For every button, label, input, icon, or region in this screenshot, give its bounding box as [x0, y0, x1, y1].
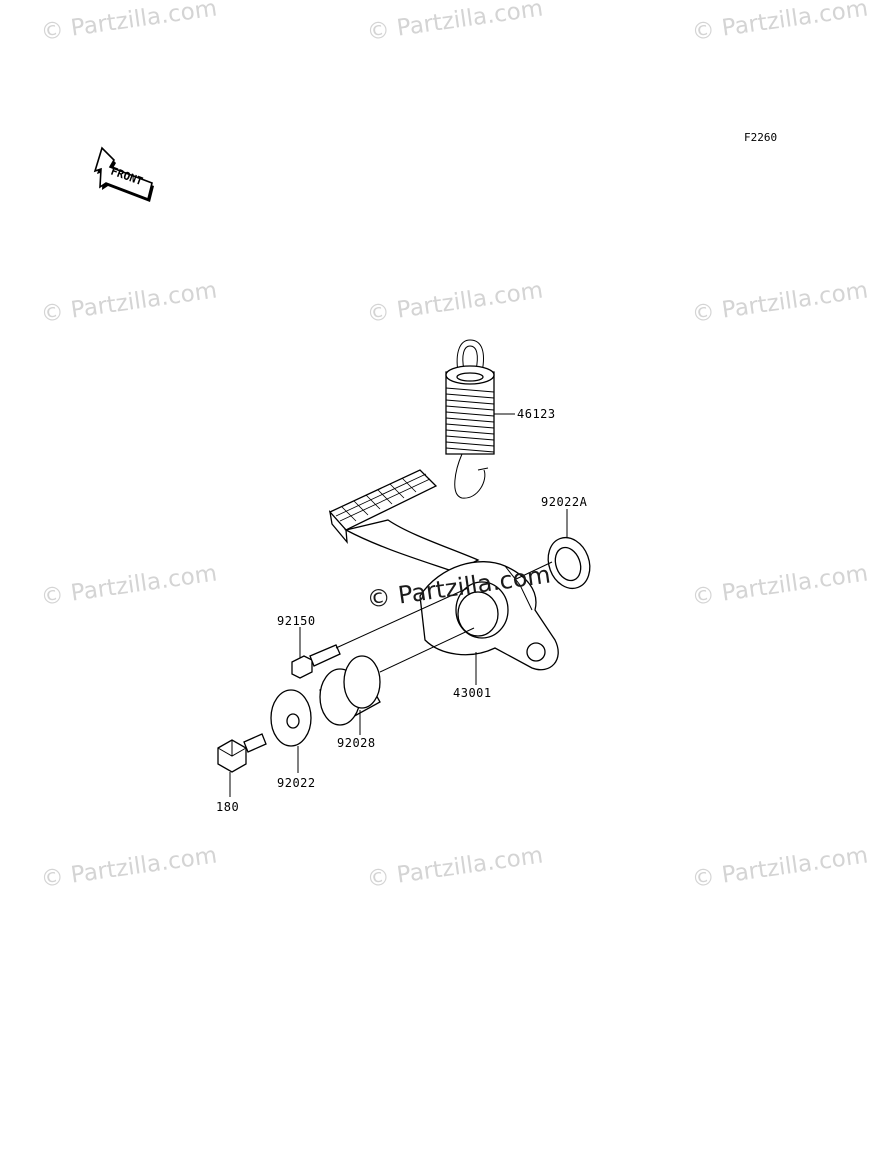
assembly-lines — [335, 561, 553, 673]
watermark: © Partzilla.com — [39, 277, 218, 327]
brake-pedal-part — [328, 469, 559, 671]
watermark: © Partzilla.com — [39, 0, 218, 46]
label-washer-a: 92022A — [541, 495, 588, 509]
watermark: © Partzilla.com — [365, 842, 544, 892]
bolt-small-part — [291, 644, 341, 679]
label-pedal: 43001 — [453, 686, 492, 700]
collar-part — [319, 655, 381, 726]
diagram-code: F2260 — [744, 131, 777, 144]
watermark: © Partzilla.com — [39, 560, 218, 610]
callouts: 46123 92022A 43001 92150 92028 92022 180 — [216, 407, 588, 814]
watermark: © Partzilla.com — [39, 842, 218, 892]
label-spring: 46123 — [517, 407, 556, 421]
label-bolt-small: 92150 — [277, 614, 316, 628]
washer-a-part — [547, 536, 591, 590]
bolt-part — [217, 733, 267, 773]
watermark: © Partzilla.com — [690, 842, 869, 892]
watermark: © Partzilla.com — [365, 277, 544, 327]
label-collar: 92028 — [337, 736, 376, 750]
watermark: © Partzilla.com — [690, 560, 869, 610]
watermark: © Partzilla.com — [690, 277, 869, 327]
watermark: © Partzilla.com — [365, 0, 544, 46]
label-bolt: 180 — [216, 800, 239, 814]
spring-part — [445, 339, 495, 499]
watermark: © Partzilla.com — [690, 0, 869, 46]
front-arrow-icon: FRONT — [93, 146, 154, 202]
label-washer: 92022 — [277, 776, 316, 790]
washer-part — [270, 689, 312, 747]
